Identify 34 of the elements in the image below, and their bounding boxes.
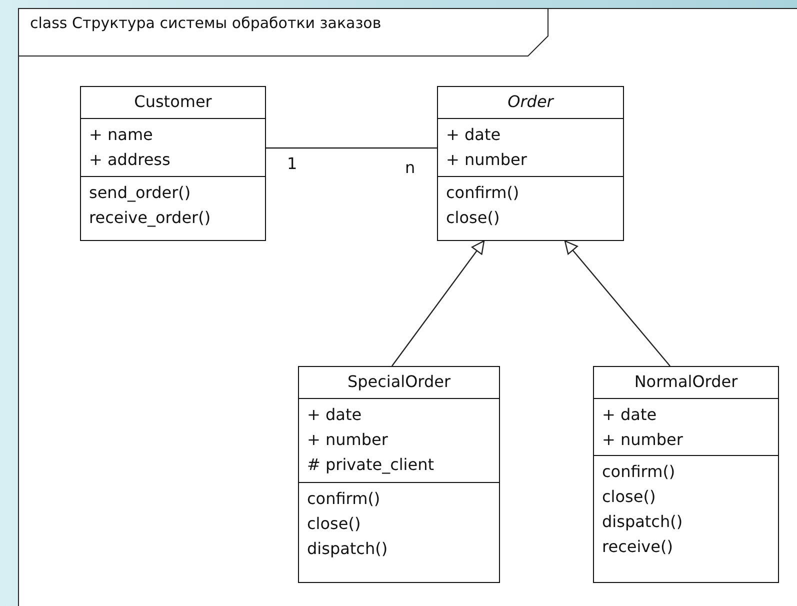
diagram-title: class Структура системы обработки заказов [30,14,382,32]
method-text: receive_order() [89,207,211,229]
attribute-text: + date [307,404,362,426]
generalization-arrow [564,240,670,366]
method-text: close() [602,486,656,508]
attribute-text: + number [307,429,388,451]
attribute-text: + date [602,404,657,426]
method-text: confirm() [602,461,676,483]
class-box [298,366,500,583]
attribute-text: + number [602,429,683,451]
method-text: confirm() [446,182,520,204]
method-text: confirm() [307,488,380,510]
association-line [266,147,437,149]
method-text: dispatch() [602,511,683,533]
generalization-arrow [392,240,485,366]
class-name: NormalOrder [634,371,738,393]
method-text: send_order() [89,182,191,204]
method-text: receive() [602,536,673,558]
class-box [80,86,266,241]
class-box [593,366,779,583]
attribute-text: + address [89,149,170,171]
class-name: SpecialOrder [347,371,451,393]
multiplicity-label: 1 [287,156,298,172]
class-name: Customer [134,91,212,113]
attribute-text: # private_client [307,454,434,476]
method-text: close() [446,207,500,229]
class-name: Order [508,91,554,113]
multiplicity-label: n [405,160,416,176]
method-text: dispatch() [307,538,388,560]
class-box [437,86,624,241]
attribute-text: + number [446,149,527,171]
attribute-text: + name [89,124,153,146]
method-text: close() [307,513,361,535]
attribute-text: + date [446,124,501,146]
